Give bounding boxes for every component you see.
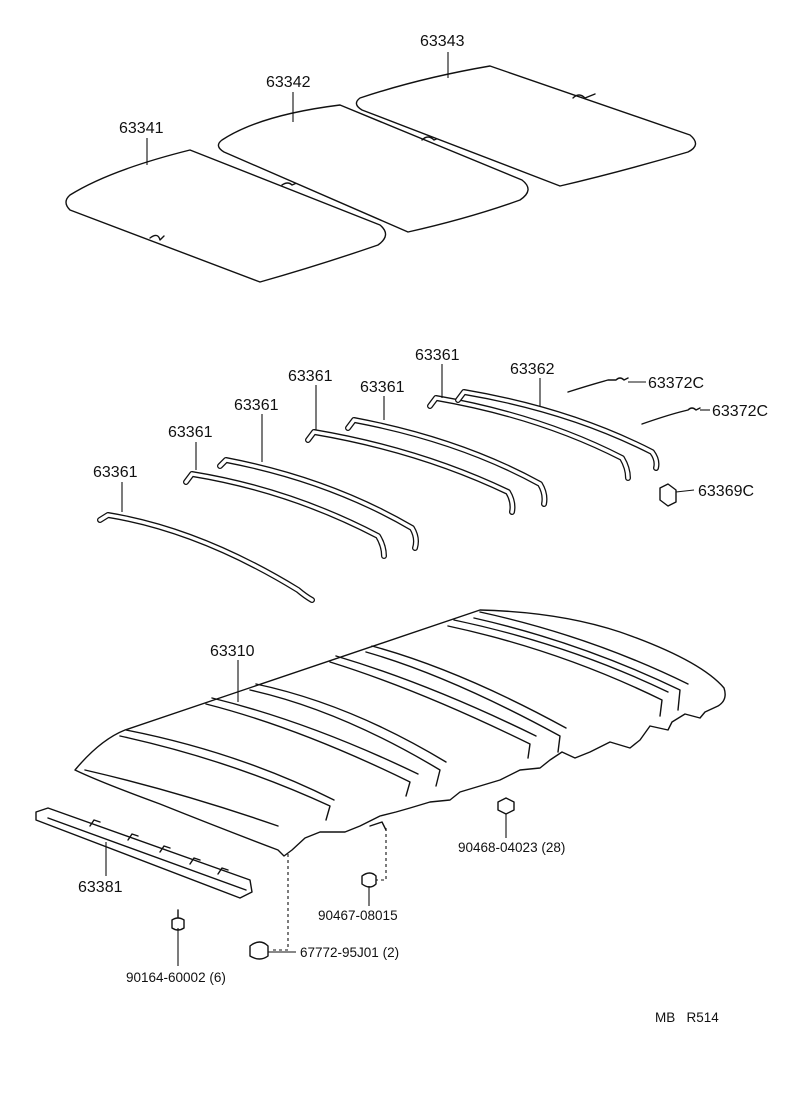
clip-90468-04023 — [497, 797, 515, 838]
label-63361-d: 63361 — [288, 368, 333, 385]
clip-63369c — [659, 483, 695, 507]
label-63342: 63342 — [266, 74, 311, 91]
roof-bow-2 — [183, 471, 387, 559]
wire-63372c-lower — [641, 407, 701, 425]
front-rail-63381 — [35, 807, 253, 899]
clip-90467-08015 — [361, 872, 377, 906]
roof-bow-3 — [217, 457, 419, 551]
fastener-67772-95j01 — [249, 941, 296, 960]
label-63310: 63310 — [210, 643, 255, 660]
label-67772-95j01: 67772-95J01 (2) — [300, 945, 399, 960]
label-63341: 63341 — [119, 120, 164, 137]
label-63362: 63362 — [510, 361, 555, 378]
wire-63372c-upper — [567, 377, 629, 393]
label-63381: 63381 — [78, 879, 123, 896]
label-90164-60002: 90164-60002 (6) — [126, 970, 226, 985]
label-63361-a: 63361 — [93, 464, 138, 481]
label-63343: 63343 — [420, 33, 465, 50]
sunshade-panel-2 — [217, 104, 529, 233]
label-63369c: 63369C — [698, 483, 754, 500]
roof-bow-7 — [455, 389, 660, 471]
roof-bow-6 — [427, 395, 631, 481]
label-63361-e: 63361 — [360, 379, 405, 396]
label-90468-04023: 90468-04023 (28) — [458, 840, 565, 855]
label-63372c-a: 63372C — [648, 375, 704, 392]
label-63372c-b: 63372C — [712, 403, 768, 420]
sunshade-panel-3 — [355, 65, 697, 187]
roof-bow-5 — [345, 417, 548, 507]
headlining-63310 — [74, 609, 726, 857]
label-90467-08015: 90467-08015 — [318, 908, 398, 923]
roof-bow-4 — [305, 429, 516, 515]
label-63361-c: 63361 — [234, 397, 279, 414]
roof-bow-1 — [97, 512, 315, 603]
label-63361-b: 63361 — [168, 424, 213, 441]
screw-90164-60002 — [171, 909, 185, 966]
label-63361-f: 63361 — [415, 347, 460, 364]
sunshade-panel-1 — [65, 149, 387, 283]
reference-code: MB R514 — [655, 1010, 719, 1025]
